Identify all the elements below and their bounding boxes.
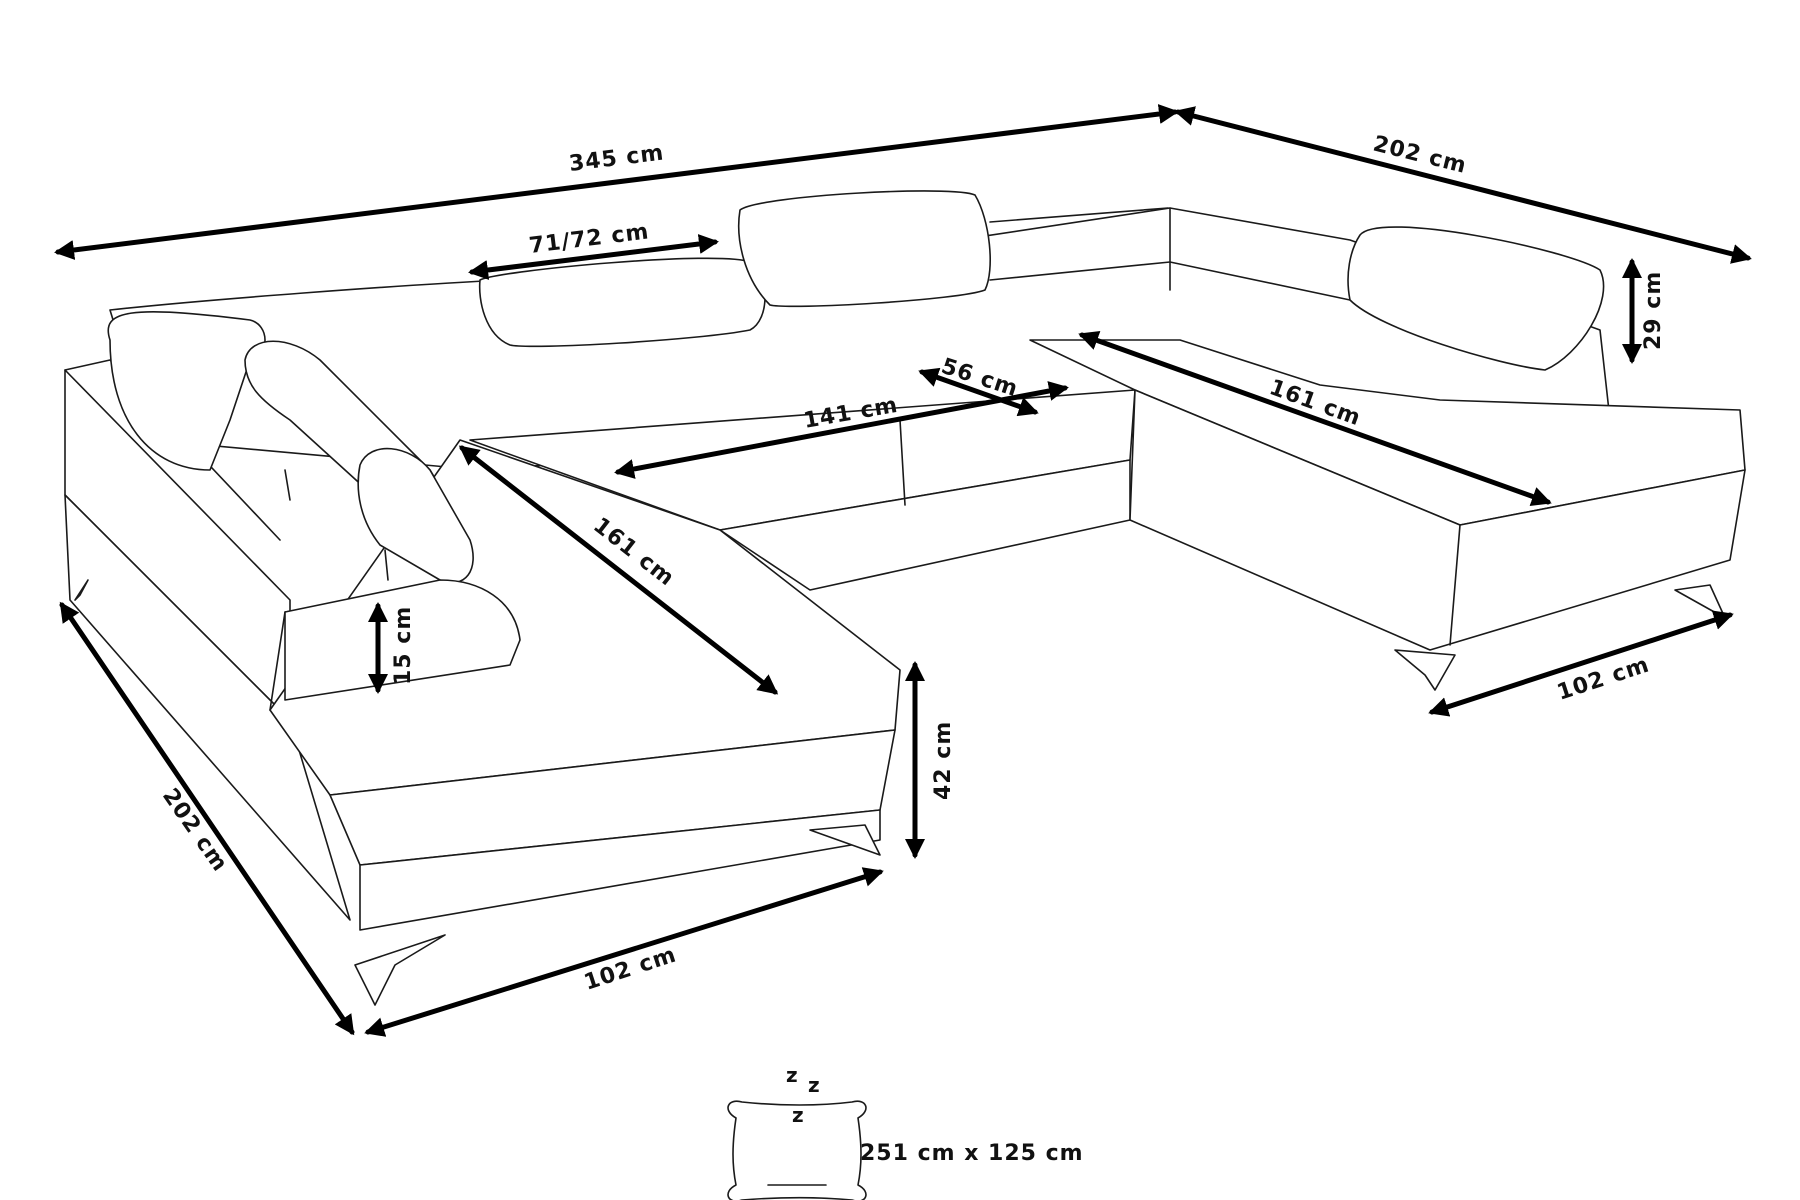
label-overall-width: 345 cm [568, 140, 666, 176]
left-arm-top [64, 359, 281, 541]
pillow-sleep-icon: z z z [727, 1063, 867, 1200]
label-right-chaise-width: 102 cm [1554, 652, 1653, 705]
sleep-z-2: z [808, 1073, 820, 1097]
leg-right-chaise-front [1394, 649, 1456, 691]
dim-line-left-depth [59, 601, 355, 1036]
headrest-post-2 [384, 549, 389, 581]
sleep-area-legend: z z z 251 cm x 125 cm [727, 1063, 1084, 1200]
corner-sofa-drawing [64, 190, 1746, 1006]
dim-line-headrest-width [468, 234, 719, 280]
dim-line-left-chaise-width [364, 867, 884, 1037]
label-armrest-height: 15 cm [391, 606, 416, 685]
back-inner-seam [989, 261, 1351, 301]
dim-line-overall-width [54, 104, 1179, 260]
dim-line-right-depth [1174, 106, 1752, 264]
sleep-z-1: z [786, 1063, 798, 1087]
label-headrest-height: 29 cm [1641, 271, 1666, 350]
sleep-z-3: z [792, 1103, 804, 1127]
label-seat-height: 42 cm [931, 721, 956, 800]
headrest-center [737, 190, 991, 308]
leg-front-right [809, 824, 881, 856]
dimension-lines [54, 104, 1752, 1037]
sleep-area-size: 251 cm x 125 cm [860, 1141, 1084, 1166]
dim-line-right-chaise-width [1428, 610, 1734, 717]
headrest-center-left [478, 257, 766, 348]
dim-line-left-chaise-length [458, 445, 779, 695]
headrest-post-1 [284, 469, 291, 501]
leg-right-chaise-back [1674, 584, 1726, 619]
leg-front-left [354, 934, 446, 1006]
dim-line-right-chaise-length [1078, 330, 1552, 507]
leg-back-left [74, 579, 89, 601]
